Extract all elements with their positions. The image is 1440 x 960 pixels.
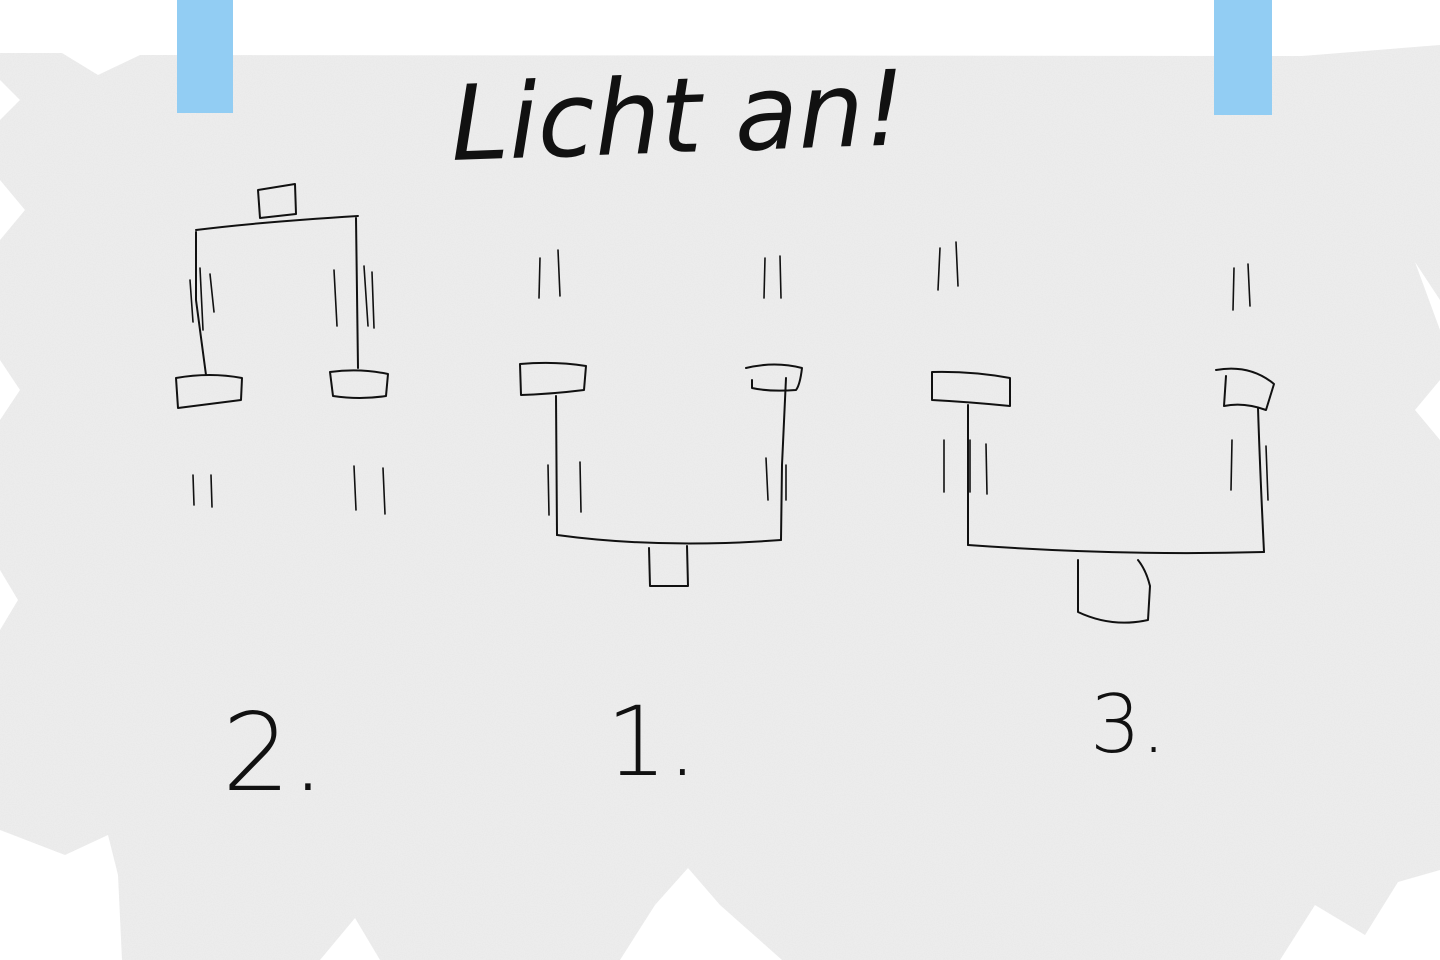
diagram-1-left-switch: [519, 361, 587, 396]
tape-left: [177, 0, 233, 113]
diagram-1-left-wire: [555, 395, 558, 536]
diagram-2-left-wire: [195, 231, 207, 376]
diagram-2-upper-ticks: [189, 265, 375, 331]
diagram-3-upper-ticks: [937, 241, 1251, 311]
diagram-3-light-fixture: [1077, 559, 1151, 624]
tape-right: [1214, 0, 1272, 115]
diagram-1-right-wire: [780, 377, 787, 541]
diagram-3-left-switch: [931, 370, 1011, 407]
diagram-1-bottom-wire: [556, 534, 782, 545]
label-1: 1.: [606, 686, 698, 798]
diagram-3-right-wire: [1257, 407, 1265, 553]
diagram-2-lower-ticks: [192, 465, 386, 515]
diagram-2: [175, 183, 389, 515]
diagram-2-left-switch: [175, 374, 243, 409]
diagram-2-right-switch: [329, 369, 389, 399]
diagram-2-crossbar: [195, 215, 359, 231]
diagram-1-lower-ticks: [547, 457, 787, 516]
diagram-3: [931, 241, 1275, 624]
title-handwritten: Licht an!: [449, 47, 908, 185]
diagram-2-light-fixture: [257, 183, 297, 219]
diagram-3-right-switch: [1215, 367, 1275, 411]
diagram-1-light-fixture: [648, 545, 689, 587]
label-2: 2.: [222, 691, 325, 816]
diagram-3-bottom-wire: [967, 544, 1265, 555]
label-3: 3.: [1090, 678, 1166, 771]
diagram-2-right-wire: [355, 217, 359, 369]
diagram-1-upper-ticks: [538, 249, 782, 299]
diagram-1: [519, 249, 803, 587]
diagram-1-right-switch: [745, 363, 803, 392]
diagram-3-lower-ticks: [943, 439, 1269, 501]
paper-sheet: [0, 45, 1440, 960]
